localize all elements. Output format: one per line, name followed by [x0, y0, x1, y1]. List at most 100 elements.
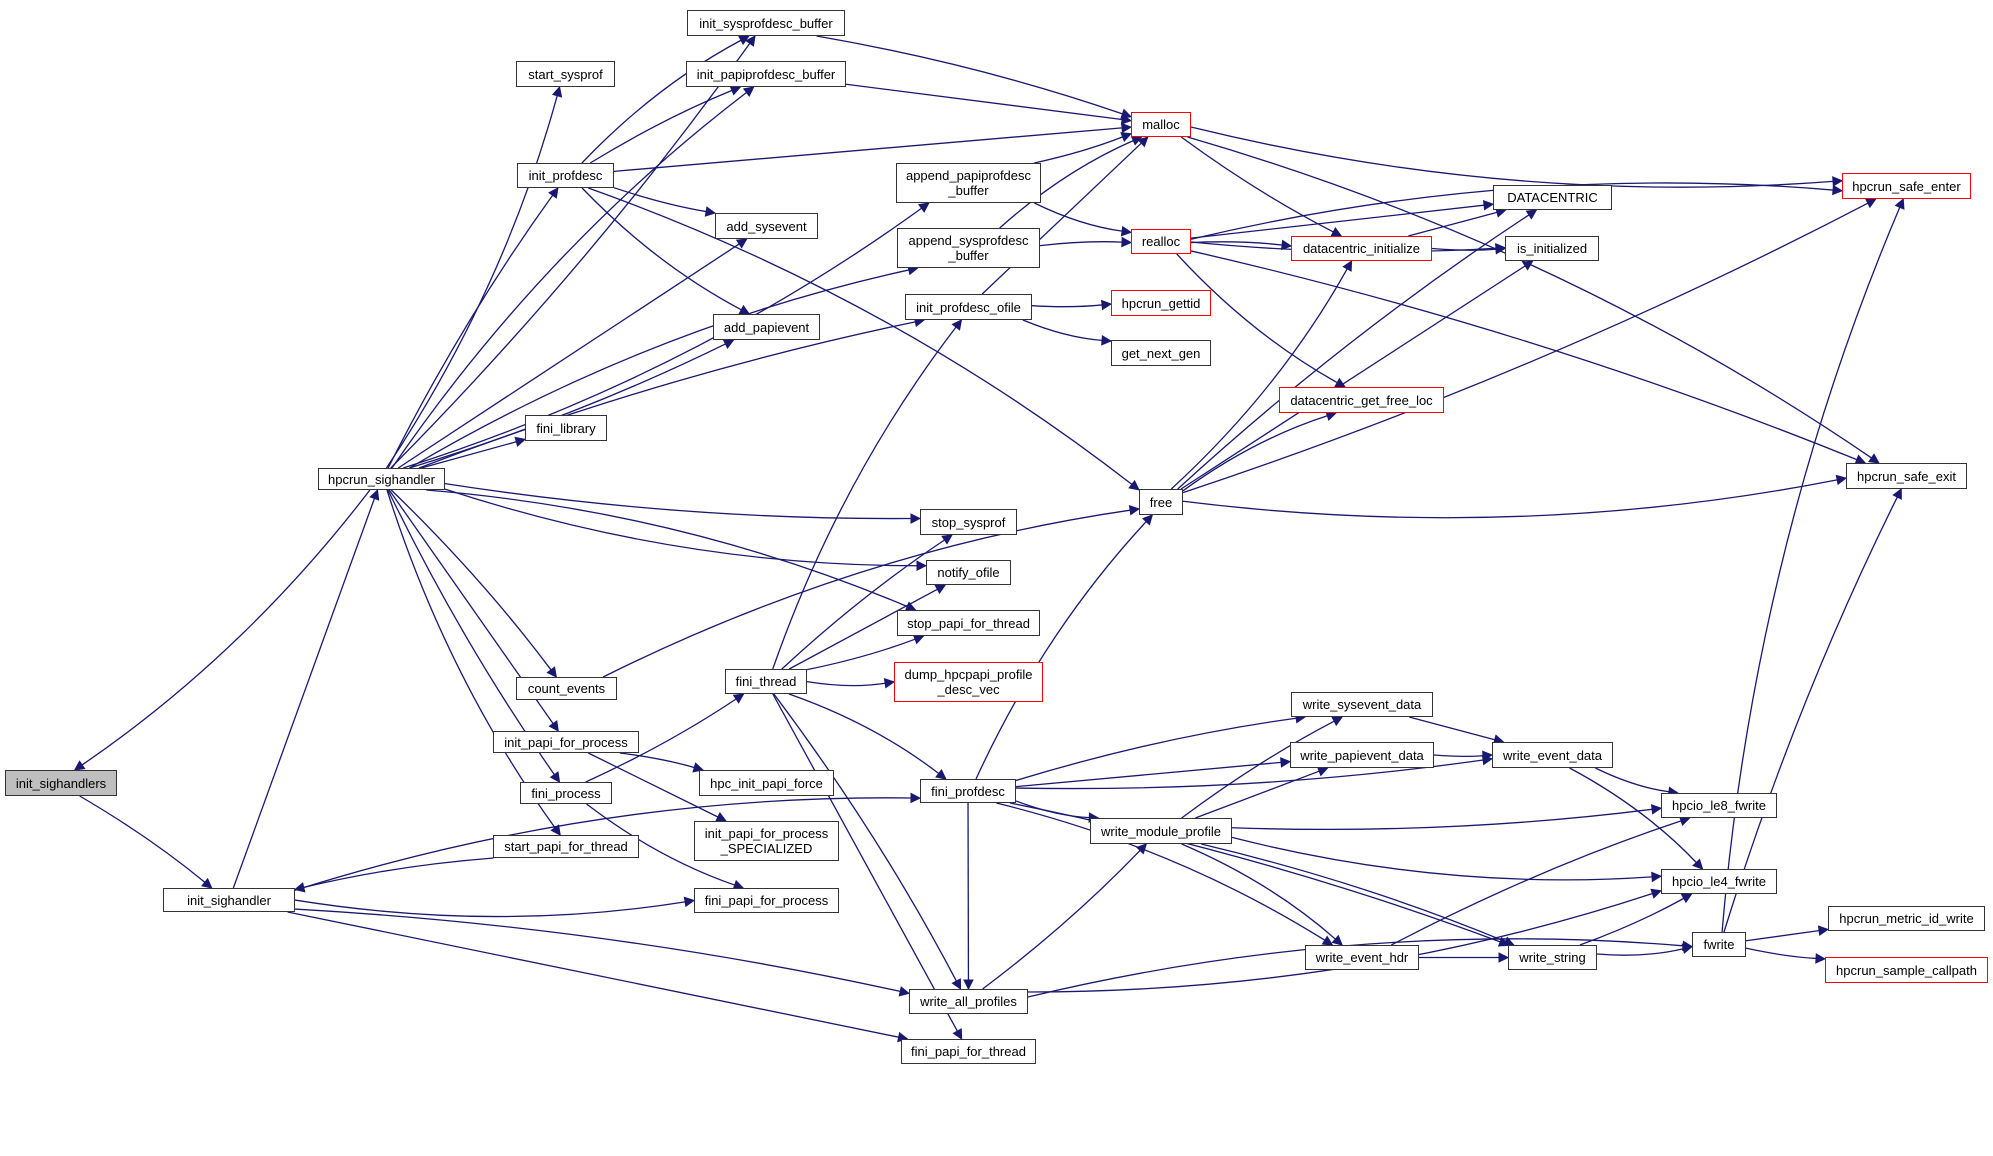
node-add-papievent[interactable]: add_papievent — [713, 314, 820, 340]
node-hpcrun-sample-callpath[interactable]: hpcrun_sample_callpath — [1825, 957, 1988, 983]
arrowhead-icon — [1680, 893, 1693, 904]
node-fini-library[interactable]: fini_library — [525, 415, 607, 441]
arrowhead-icon — [369, 488, 380, 501]
node-write-event-hdr[interactable]: write_event_hdr — [1305, 945, 1419, 970]
node-fini-thread[interactable]: fini_thread — [725, 669, 807, 694]
node-add-sysevent[interactable]: add_sysevent — [715, 213, 818, 239]
node-notify-ofile[interactable]: notify_ofile — [926, 560, 1011, 585]
node-hpcrun-gettid[interactable]: hpcrun_gettid — [1111, 290, 1211, 316]
node-init-papiprofdesc-buffer[interactable]: init_papiprofdesc_buffer — [686, 61, 846, 87]
arrowhead-icon — [941, 534, 953, 545]
arrowhead-icon — [1835, 474, 1848, 486]
edge-free-to-hpcrun_safe_exit — [1182, 479, 1838, 519]
node-init-papi-for-process-specialized[interactable]: init_papi_for_process _SPECIALIZED — [694, 821, 839, 861]
node-stop-papi-for-thread[interactable]: stop_papi_for_thread — [897, 610, 1040, 636]
edge-init_profdesc-to-init_sysprofdesc_buffer — [581, 39, 742, 164]
node-hpcrun-metric-id-write[interactable]: hpcrun_metric_id_write — [1828, 906, 1985, 931]
node-append-sysprofdesc-buffer[interactable]: append_sysprofdesc _buffer — [897, 228, 1040, 268]
arrowhead-icon — [935, 769, 947, 780]
arrowhead-icon — [548, 720, 559, 732]
arrowhead-icon — [1316, 766, 1329, 777]
node-datacentric[interactable]: DATACENTRIC — [1493, 185, 1612, 210]
node-datacentric-get-free-loc[interactable]: datacentric_get_free_loc — [1279, 387, 1444, 413]
arrowhead-icon — [910, 513, 922, 524]
node-hpcio-le8-fwrite[interactable]: hpcio_le8_fwrite — [1661, 793, 1777, 818]
arrowhead-icon — [549, 771, 561, 783]
node-realloc[interactable]: realloc — [1131, 229, 1191, 254]
arrowhead-icon — [722, 339, 735, 349]
node-init-profdesc-ofile[interactable]: init_profdesc_ofile — [905, 294, 1032, 320]
node-stop-sysprof[interactable]: stop_sysprof — [920, 509, 1017, 535]
arrowhead-icon — [1141, 514, 1154, 526]
node-init-sighandler[interactable]: init_sighandler — [163, 888, 295, 912]
arrowhead-icon — [1650, 888, 1663, 899]
node-hpcrun-safe-exit[interactable]: hpcrun_safe_exit — [1846, 463, 1967, 489]
node-init-profdesc[interactable]: init_profdesc — [517, 163, 614, 188]
node-dump-hpcpapi-profile-desc-vec[interactable]: dump_hpcpapi_profile _desc_vec — [894, 662, 1043, 702]
arrowhead-icon — [1817, 925, 1830, 936]
edge-init_sighandler-to-hpcrun_sighandler — [232, 498, 376, 889]
node-write-module-profile[interactable]: write_module_profile — [1090, 818, 1232, 844]
edge-fini_process-to-fini_papi_for_process — [586, 803, 735, 886]
arrowhead-icon — [692, 762, 705, 773]
node-init-sighandlers[interactable]: init_sighandlers — [5, 770, 117, 796]
node-fini-profdesc[interactable]: fini_profdesc — [920, 779, 1016, 803]
node-hpcio-le4-fwrite[interactable]: hpcio_le4_fwrite — [1661, 869, 1777, 894]
node-get-next-gen[interactable]: get_next_gen — [1111, 340, 1211, 366]
edge-hpcrun_sighandler-to-notify_ofile — [444, 488, 918, 567]
arrowhead-icon — [1135, 843, 1148, 855]
arrowhead-icon — [1101, 299, 1113, 311]
node-init-sysprofdesc-buffer[interactable]: init_sysprofdesc_buffer — [687, 10, 845, 36]
node-fini-process[interactable]: fini_process — [520, 782, 612, 804]
node-hpc-init-papi-force[interactable]: hpc_init_papi_force — [699, 770, 834, 796]
arrowhead-icon — [1681, 943, 1694, 954]
node-fwrite[interactable]: fwrite — [1692, 932, 1746, 957]
edge-init_papiprofdesc_buffer-to-malloc — [845, 83, 1123, 121]
arrowhead-icon — [951, 319, 963, 331]
edge-fini_profdesc-to-write_sysevent_data — [1015, 717, 1297, 782]
arrowhead-icon — [1498, 952, 1510, 963]
edge-write_sysevent_data-to-write_event_data — [1408, 716, 1495, 741]
node-hpcrun-sighandler[interactable]: hpcrun_sighandler — [318, 468, 445, 490]
node-fini-papi-for-thread[interactable]: fini_papi_for_thread — [901, 1039, 1036, 1064]
arrowhead-icon — [1137, 136, 1149, 148]
arrowhead-icon — [546, 666, 558, 678]
edge-write_module_profile-to-write_event_hdr — [1181, 843, 1336, 940]
edge-write_papievent_data-to-write_event_data — [1433, 754, 1484, 758]
node-is-initialized[interactable]: is_initialized — [1505, 236, 1599, 261]
node-write-sysevent-data[interactable]: write_sysevent_data — [1291, 692, 1433, 717]
node-datacentric-initialize[interactable]: datacentric_initialize — [1291, 236, 1432, 261]
edge-fini_profdesc-to-write_module_profile — [1015, 800, 1090, 819]
edge-fini_process-to-fini_thread — [585, 698, 737, 783]
node-append-papiprofdesc-buffer[interactable]: append_papiprofdesc _buffer — [896, 163, 1041, 203]
arrowhead-icon — [1692, 858, 1704, 870]
node-start-papi-for-thread[interactable]: start_papi_for_thread — [493, 835, 639, 858]
node-malloc[interactable]: malloc — [1131, 112, 1191, 137]
node-free[interactable]: free — [1139, 489, 1183, 515]
edge-append_papiprofdesc_buffer-to-malloc — [1034, 136, 1123, 164]
arrowhead-icon — [952, 1028, 963, 1040]
arrowhead-icon — [1280, 757, 1292, 768]
node-write-event-data[interactable]: write_event_data — [1492, 742, 1613, 768]
arrowhead-icon — [1121, 236, 1133, 248]
edge-hpcrun_sighandler-to-init_sysprofdesc_buffer — [390, 42, 751, 469]
arrowhead-icon — [898, 986, 911, 997]
edge-fini_thread-to-write_all_profiles — [773, 693, 957, 982]
arrowhead-icon — [1482, 199, 1495, 211]
arrowhead-icon — [883, 678, 896, 689]
arrowhead-icon — [1342, 260, 1353, 272]
node-hpcrun-safe-enter[interactable]: hpcrun_safe_enter — [1842, 173, 1971, 199]
arrowhead-icon — [1120, 132, 1133, 143]
node-start-sysprof[interactable]: start_sysprof — [516, 61, 615, 87]
edge-free-to-datacentric_get_free_loc — [1182, 415, 1328, 492]
edge-fwrite-to-hpcrun_safe_enter — [1721, 207, 1901, 933]
edge-write_string-to-hpcio_le4_fwrite — [1579, 897, 1685, 946]
node-count-events[interactable]: count_events — [516, 677, 617, 700]
node-write-all-profiles[interactable]: write_all_profiles — [909, 989, 1028, 1014]
edge-write_all_profiles-to-write_module_profile — [982, 850, 1141, 990]
node-init-papi-for-process[interactable]: init_papi_for_process — [493, 731, 639, 753]
arrowhead-icon — [951, 978, 962, 990]
node-write-string[interactable]: write_string — [1508, 945, 1597, 970]
node-write-papievent-data[interactable]: write_papievent_data — [1290, 742, 1434, 768]
node-fini-papi-for-process[interactable]: fini_papi_for_process — [694, 888, 839, 913]
